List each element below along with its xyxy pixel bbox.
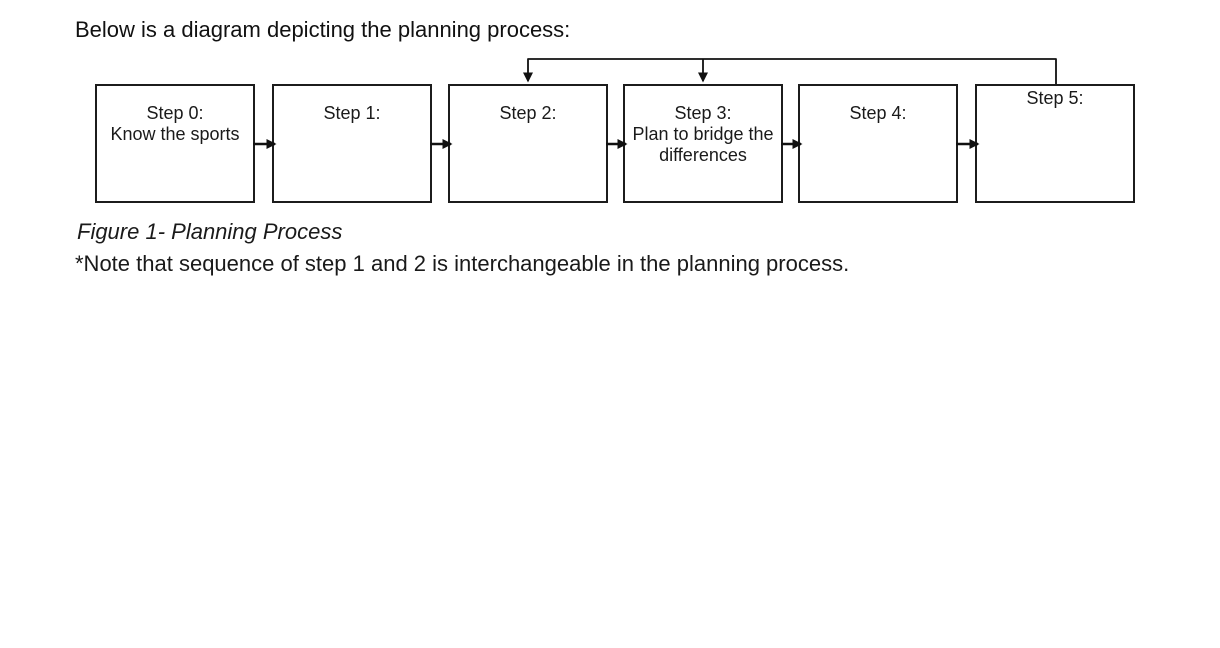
step-label: Step 5: (1026, 88, 1084, 108)
step-label: Step 3: (674, 103, 732, 123)
intro-text: Below is a diagram depicting the plannin… (75, 17, 571, 42)
step-label: Step 2: (499, 103, 557, 123)
note-text: *Note that sequence of step 1 and 2 is i… (75, 251, 850, 276)
step-sublabel: Plan to bridge the differences (632, 124, 774, 165)
step-box-1: Step 1: (272, 84, 432, 203)
step-box-5: Step 5: (975, 84, 1135, 203)
step-label: Step 1: (323, 103, 381, 123)
step-box-3: Step 3: Plan to bridge the differences (623, 84, 783, 203)
step-box-2: Step 2: (448, 84, 608, 203)
step-sublabel: Know the sports (110, 124, 240, 144)
step-box-4: Step 4: (798, 84, 958, 203)
step-label: Step 0: (146, 103, 204, 123)
step-label: Step 4: (849, 103, 907, 123)
figure-caption: Figure 1- Planning Process (77, 219, 343, 244)
step-box-0: Step 0: Know the sports (95, 84, 255, 203)
feedback-line-step5-to-step2 (523, 58, 1057, 84)
